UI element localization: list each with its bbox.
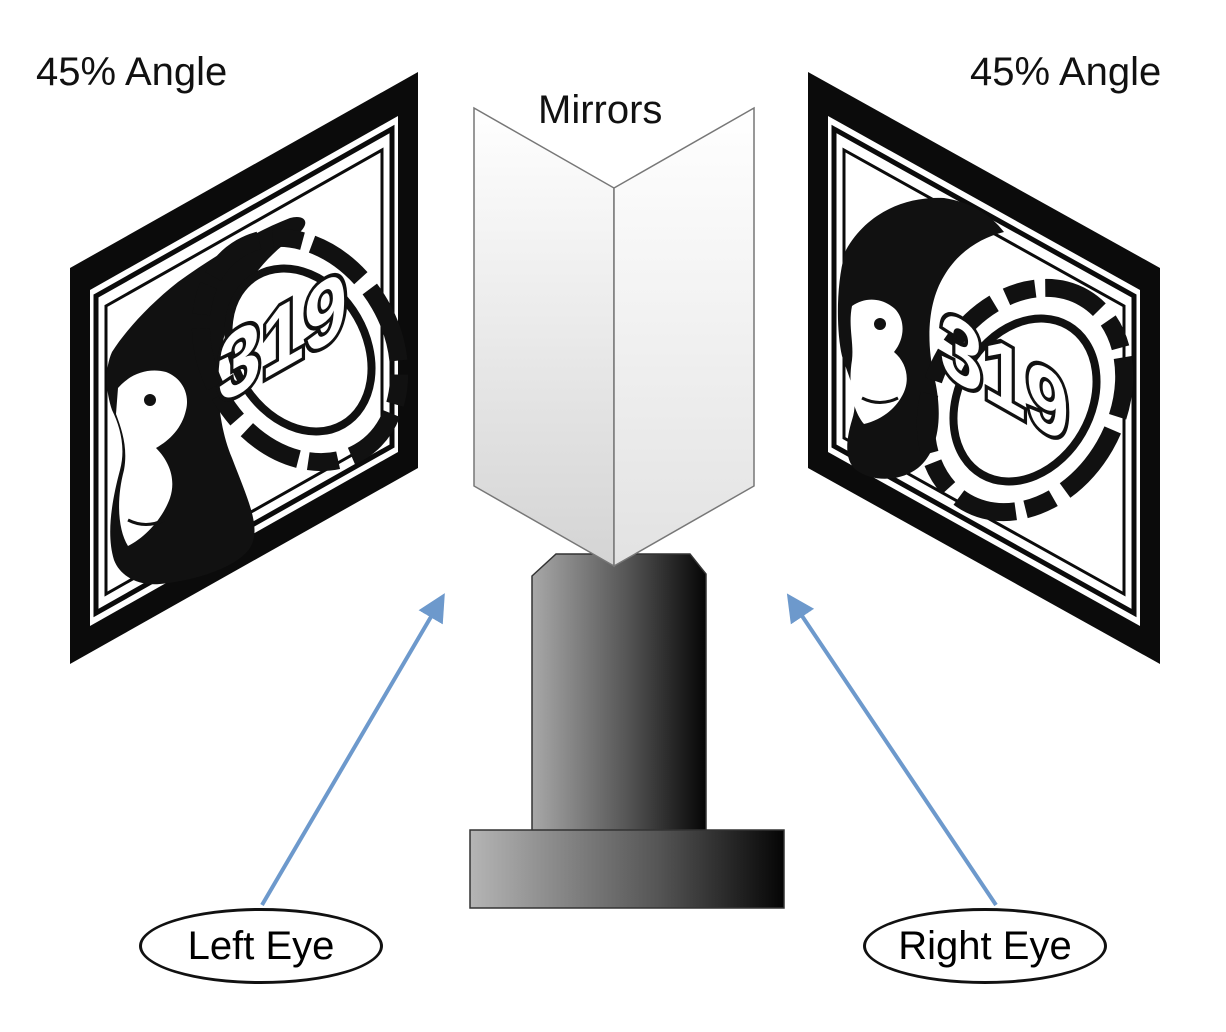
left-eye-bubble: Left Eye bbox=[139, 908, 383, 984]
right-eye-arrow bbox=[786, 593, 998, 907]
right-logo-ring-icon bbox=[916, 278, 1134, 522]
stand-base bbox=[469, 829, 785, 909]
right-eye-label: Right Eye bbox=[898, 923, 1072, 968]
left-chimp-mouth-icon bbox=[127, 518, 165, 526]
right-chimp-face-icon bbox=[850, 299, 907, 424]
right-chimp-mouth-icon bbox=[861, 396, 899, 404]
mirror-assembly bbox=[473, 106, 755, 568]
left-eye-arrow bbox=[260, 593, 445, 907]
right-image-panel: 319 bbox=[808, 72, 1160, 664]
left-image-panel: 319 bbox=[70, 72, 418, 664]
right-angle-label: 45% Angle bbox=[970, 50, 1162, 94]
mirror-stand bbox=[469, 553, 785, 909]
mirror-left-face bbox=[473, 106, 615, 568]
mirror-right-face bbox=[613, 106, 755, 568]
left-chimp-face-icon bbox=[116, 370, 188, 546]
mirrors-label: Mirrors bbox=[538, 88, 663, 132]
right-chimp-eye-icon bbox=[874, 318, 886, 330]
left-angle-label: 45% Angle bbox=[36, 50, 228, 94]
right-eye-bubble: Right Eye bbox=[863, 908, 1107, 984]
right-panel-inner-line bbox=[831, 124, 1137, 618]
stand-column bbox=[531, 553, 707, 835]
left-logo-ring-inner-icon bbox=[224, 264, 376, 436]
left-chimp-eye-icon bbox=[144, 394, 156, 406]
right-logo-ring-inner-icon bbox=[949, 314, 1101, 486]
left-logo-ring-icon bbox=[191, 228, 409, 472]
left-panel-inner-line bbox=[93, 124, 395, 618]
left-eye-label: Left Eye bbox=[187, 923, 335, 968]
